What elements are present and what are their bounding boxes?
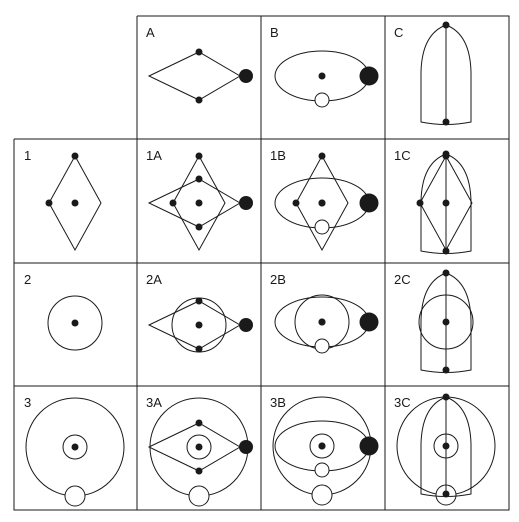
cell-label-3a: 3A xyxy=(146,395,162,410)
cell-label-2c: 2C xyxy=(394,272,411,287)
cell-label-1c: 1C xyxy=(394,148,411,163)
cell-label-1a: 1A xyxy=(146,148,162,163)
figure-3 xyxy=(25,397,125,507)
figure-2b xyxy=(274,294,379,354)
figure-2 xyxy=(47,295,103,351)
cell-label-3b: 3B xyxy=(270,395,286,410)
figure-3c xyxy=(396,393,496,506)
figure-1c xyxy=(416,150,473,255)
cell-label-1b: 1B xyxy=(270,148,286,163)
cell-label-2b: 2B xyxy=(270,272,286,287)
figure-c xyxy=(420,21,472,126)
grid-lines xyxy=(13,15,510,511)
figure-a xyxy=(148,48,254,104)
figure-1b xyxy=(274,152,379,251)
cell-labels: A B C 1 2 3 1A 1B 1C 2A 2B 2C 3A 3B 3C xyxy=(24,25,411,410)
figure-2c xyxy=(418,269,474,374)
column-header-b: B xyxy=(270,25,279,40)
figure-3a xyxy=(148,397,254,507)
figure-1a xyxy=(148,152,254,251)
cell-label-3c: 3C xyxy=(394,395,411,410)
column-header-a: A xyxy=(146,25,155,40)
row-header-1: 1 xyxy=(24,148,31,163)
figure-2a xyxy=(148,297,254,353)
figure-3b xyxy=(272,396,379,506)
row-header-2: 2 xyxy=(24,272,31,287)
row-header-3: 3 xyxy=(24,395,31,410)
figure-1 xyxy=(45,152,102,251)
figure-b xyxy=(274,50,379,108)
cell-label-2a: 2A xyxy=(146,272,162,287)
column-header-c: C xyxy=(394,25,403,40)
